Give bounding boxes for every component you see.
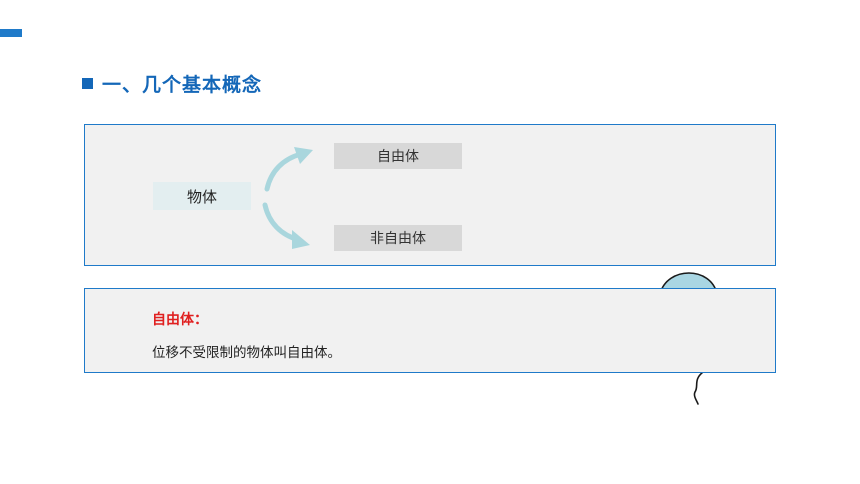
branch-arrows-icon (262, 147, 313, 249)
section-heading-text: 一、几个基本概念 (102, 73, 263, 96)
branch-concept-box: 自由体 (334, 143, 462, 169)
section-heading: 一、几个基本概念 (82, 70, 262, 96)
concept-map-panel: 物体 自由体 非自由体 (84, 124, 776, 266)
definition-text: 位移不受限制的物体叫自由体。 (152, 345, 341, 361)
definition-panel: 自由体： 位移不受限制的物体叫自由体。 (84, 288, 776, 373)
square-bullet-icon (82, 77, 93, 89)
corner-accent-bar (0, 29, 22, 37)
definition-term: 自由体： (152, 312, 208, 328)
root-concept-box: 物体 (153, 182, 251, 210)
branch-concept-box: 非自由体 (334, 225, 462, 251)
